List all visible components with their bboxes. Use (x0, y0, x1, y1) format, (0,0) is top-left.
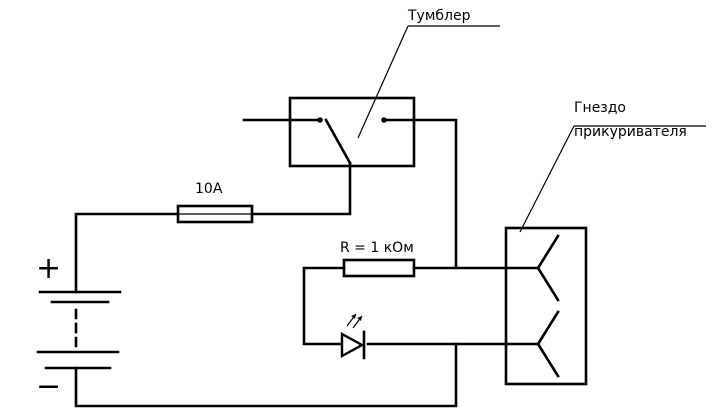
switch-box (288, 96, 416, 168)
wire-switch-to-resistor (384, 118, 458, 268)
socket-box (504, 226, 588, 386)
lighter-socket: Гнездо прикуривателя (504, 100, 706, 386)
switch-label: Тумблер (407, 8, 471, 24)
switch-leader-line (357, 25, 409, 139)
led-ray-arrow-1 (351, 314, 356, 319)
resistor-label: R = 1 кОм (340, 240, 414, 256)
switch-lever (324, 118, 352, 165)
resistor-body (342, 258, 416, 278)
wire-branch-left (302, 266, 346, 346)
socket-label-line2: прикуривателя (574, 124, 687, 140)
led-triangle (340, 331, 365, 359)
led (340, 313, 366, 360)
switch-contact-right (381, 117, 387, 123)
battery: + − (36, 251, 122, 404)
socket-leader-line (519, 125, 575, 233)
led-ray-arrow-2 (357, 316, 362, 321)
wire-ground-return (74, 342, 458, 408)
toggle-switch: Тумблер (288, 8, 500, 168)
switch-contact-left (317, 117, 323, 123)
wires (74, 118, 540, 408)
fuse: 10А (176, 181, 254, 224)
minus-sign: − (36, 369, 61, 404)
socket-contact-lower (536, 310, 560, 378)
fuse-label: 10А (195, 181, 223, 197)
socket-contact-upper (536, 234, 560, 302)
wire-fuse-to-switch (250, 161, 352, 216)
plus-sign: + (36, 251, 61, 286)
socket-label-line1: Гнездо (574, 100, 626, 116)
resistor: R = 1 кОм (340, 240, 416, 278)
wire-battery-to-fuse (74, 212, 180, 294)
